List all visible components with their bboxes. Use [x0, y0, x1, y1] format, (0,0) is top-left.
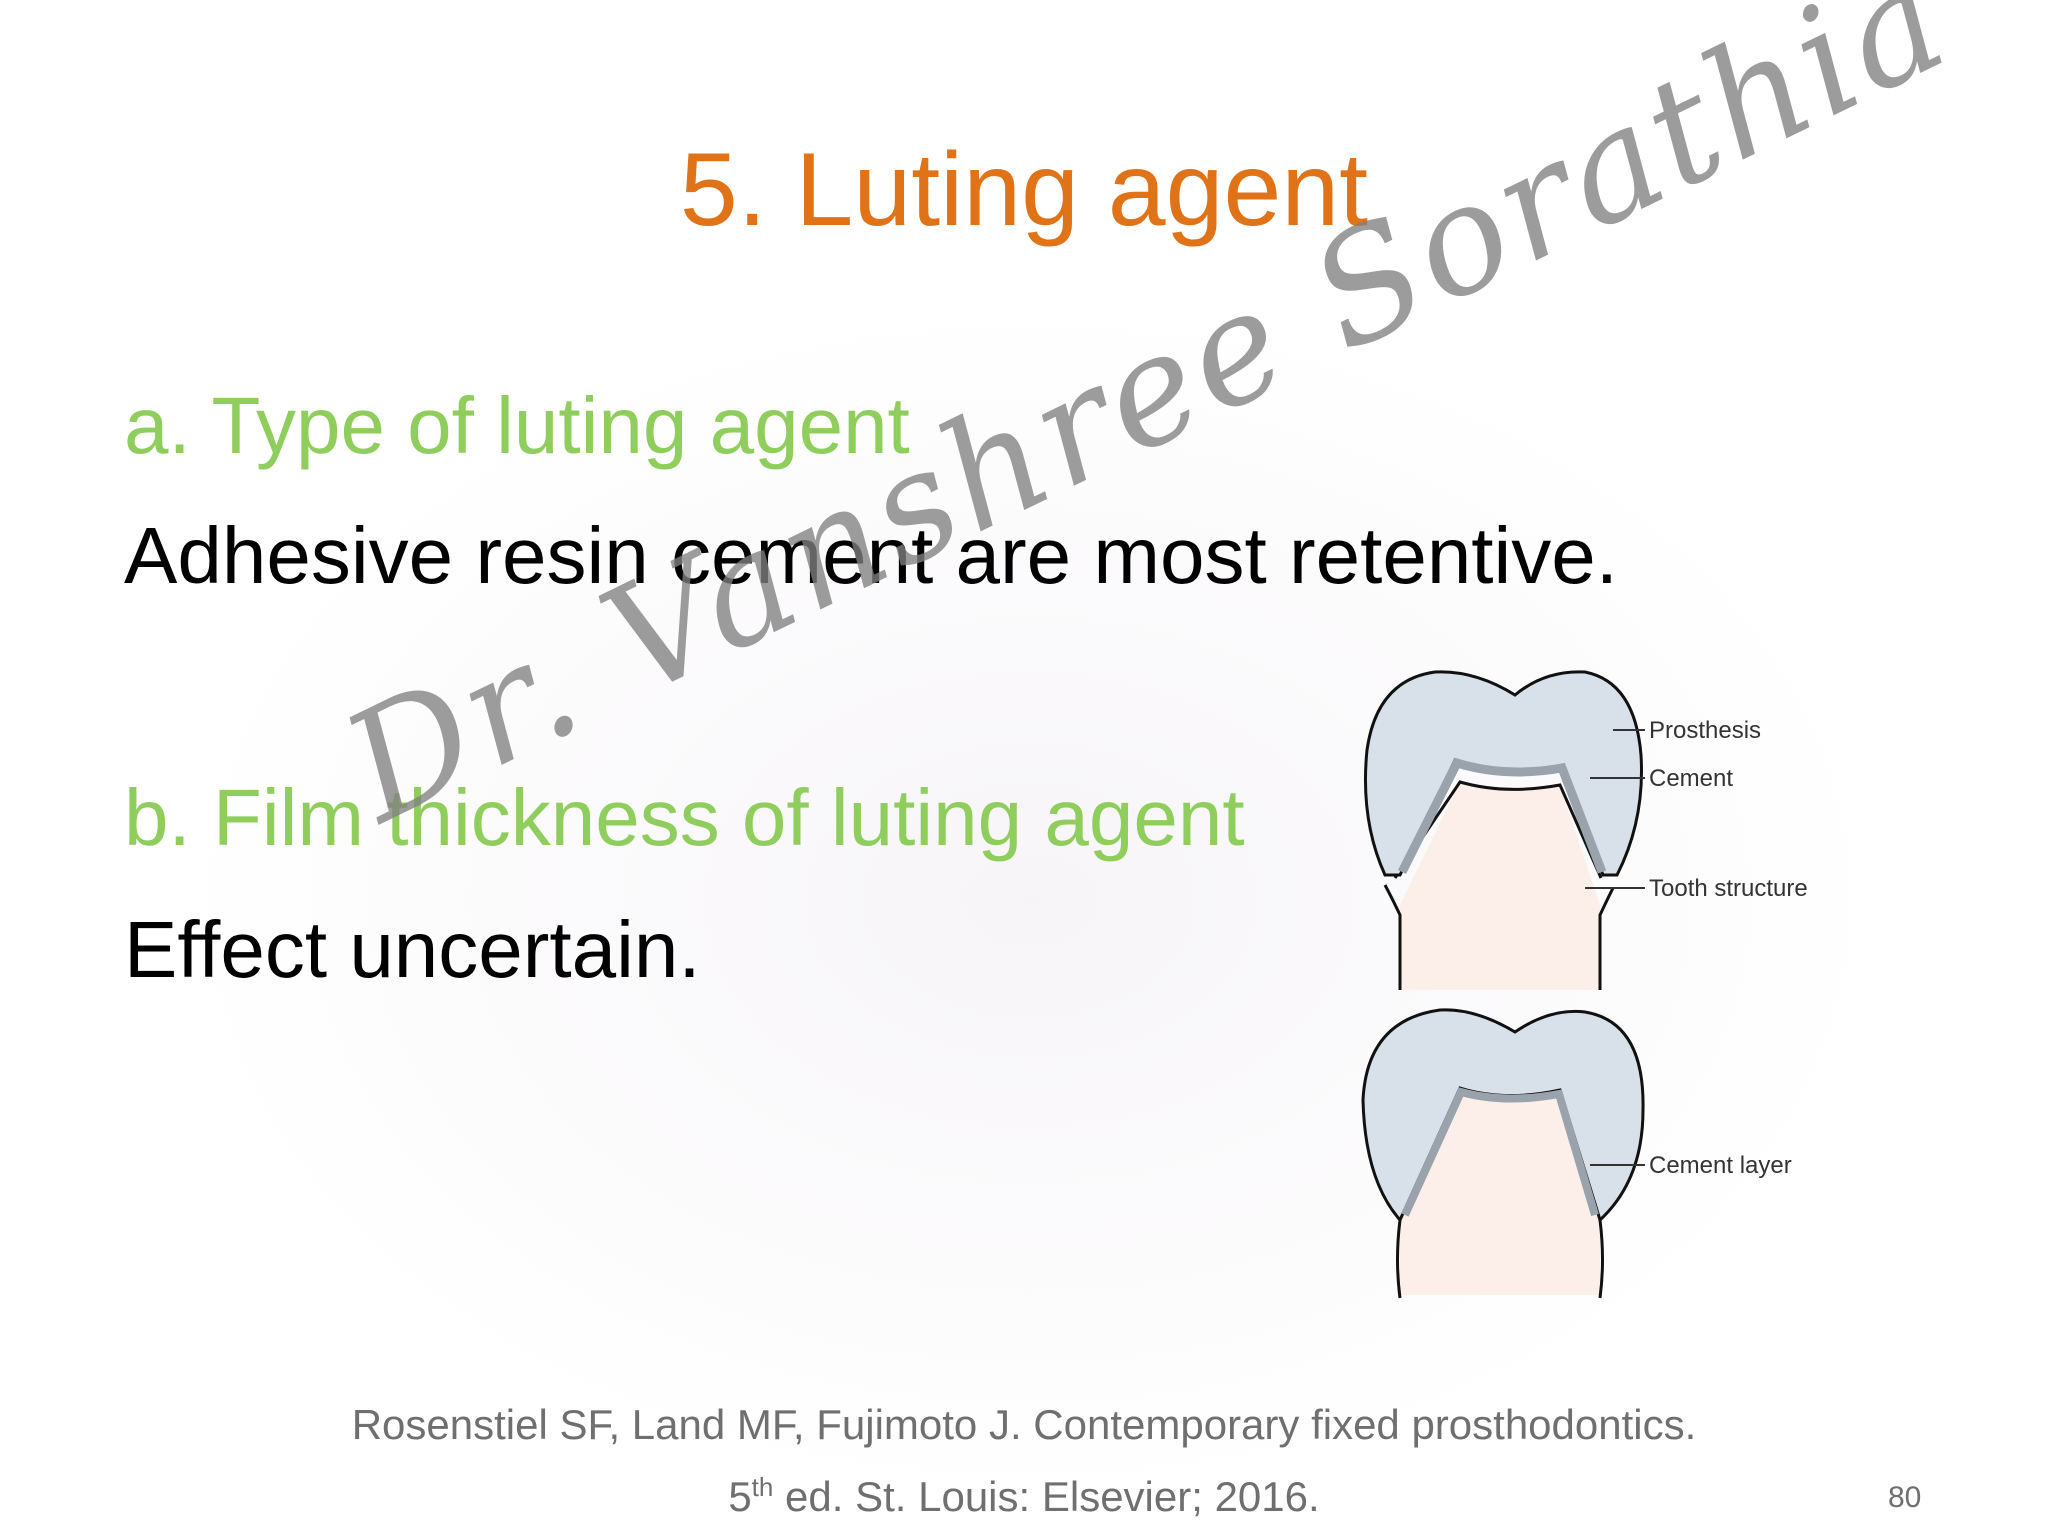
section-b-heading: b. Film thickness of luting agent [124, 773, 1245, 862]
label-cement-layer: Cement layer [1649, 1152, 1792, 1179]
tooth-outline-bottom-right [1598, 1219, 1604, 1299]
section-a-heading: a. Type of luting agent [124, 381, 910, 470]
tooth-outline-left [1383, 884, 1402, 990]
cement-layer-bottom [1401, 1087, 1599, 1217]
tooth-outline-bottom-left [1396, 1219, 1402, 1299]
slide-title: 5. Luting agent [679, 132, 1369, 248]
label-tooth-structure: Tooth structure [1649, 875, 1808, 902]
prosthesis-shape-bottom [1361, 1008, 1645, 1223]
label-prosthesis: Prosthesis [1649, 717, 1761, 744]
citation-line-1: Rosenstiel SF, Land MF, Fujimoto J. Cont… [351, 1401, 1697, 1448]
tooth-outline-right [1598, 887, 1615, 990]
label-cement: Cement [1649, 765, 1733, 792]
background-tint [170, 300, 1890, 1500]
citation: Rosenstiel SF, Land MF, Fujimoto J. Cont… [0, 1394, 2048, 1528]
citation-edition-number: 5 [728, 1473, 752, 1520]
tooth-structure-shape-bottom [1400, 1088, 1600, 1295]
section-b-text: Effect uncertain. [124, 905, 701, 994]
tooth-preparation-outline [1393, 780, 1603, 879]
citation-edition-sup: th [751, 1472, 774, 1502]
cement-layer-shape [1397, 757, 1607, 875]
citation-line-2: 5th ed. St. Louis: Elsevier; 2016. [0, 1456, 2048, 1528]
tooth-structure-shape [1400, 782, 1600, 990]
section-a-text: Adhesive resin cement are most retentive… [124, 511, 1619, 600]
crown-diagram-top: Prosthesis Cement Tooth structure [1364, 670, 1808, 990]
crown-diagram-bottom: Cement layer [1361, 1008, 1792, 1299]
tooth-crown-diagram: Prosthesis Cement Tooth structure Cement… [1361, 670, 1808, 1299]
citation-line-2-rest: ed. St. Louis: Elsevier; 2016. [773, 1473, 1320, 1520]
page-number: 80 [1888, 1481, 1922, 1514]
